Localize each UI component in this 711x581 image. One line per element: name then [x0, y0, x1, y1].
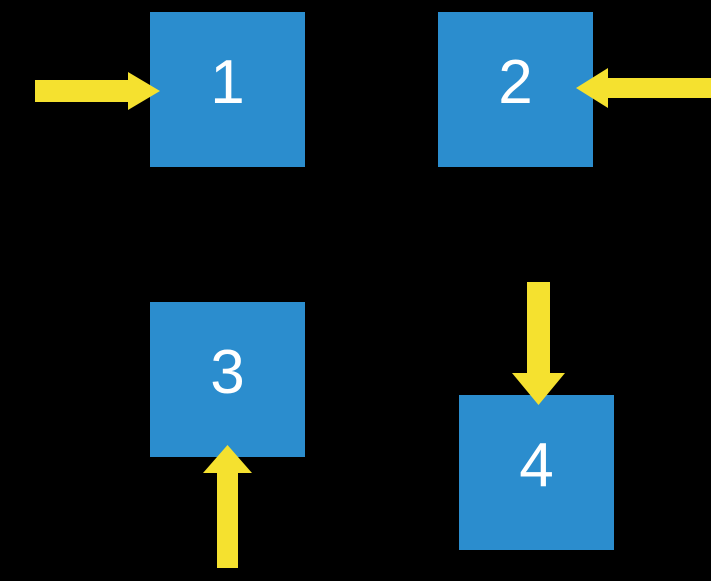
arrow-right-icon	[35, 72, 160, 110]
box-2-label: 2	[498, 47, 533, 117]
box-2: 2	[438, 12, 593, 167]
arrow-left-icon	[576, 68, 711, 108]
box-1-label: 1	[210, 47, 245, 117]
arrow-up-icon	[203, 445, 252, 568]
box-4-label: 4	[519, 430, 554, 500]
box-4: 4	[459, 395, 614, 550]
box-1: 1	[150, 12, 305, 167]
arrow-down-icon	[512, 282, 565, 405]
box-3: 3	[150, 302, 305, 457]
box-3-label: 3	[210, 337, 245, 407]
